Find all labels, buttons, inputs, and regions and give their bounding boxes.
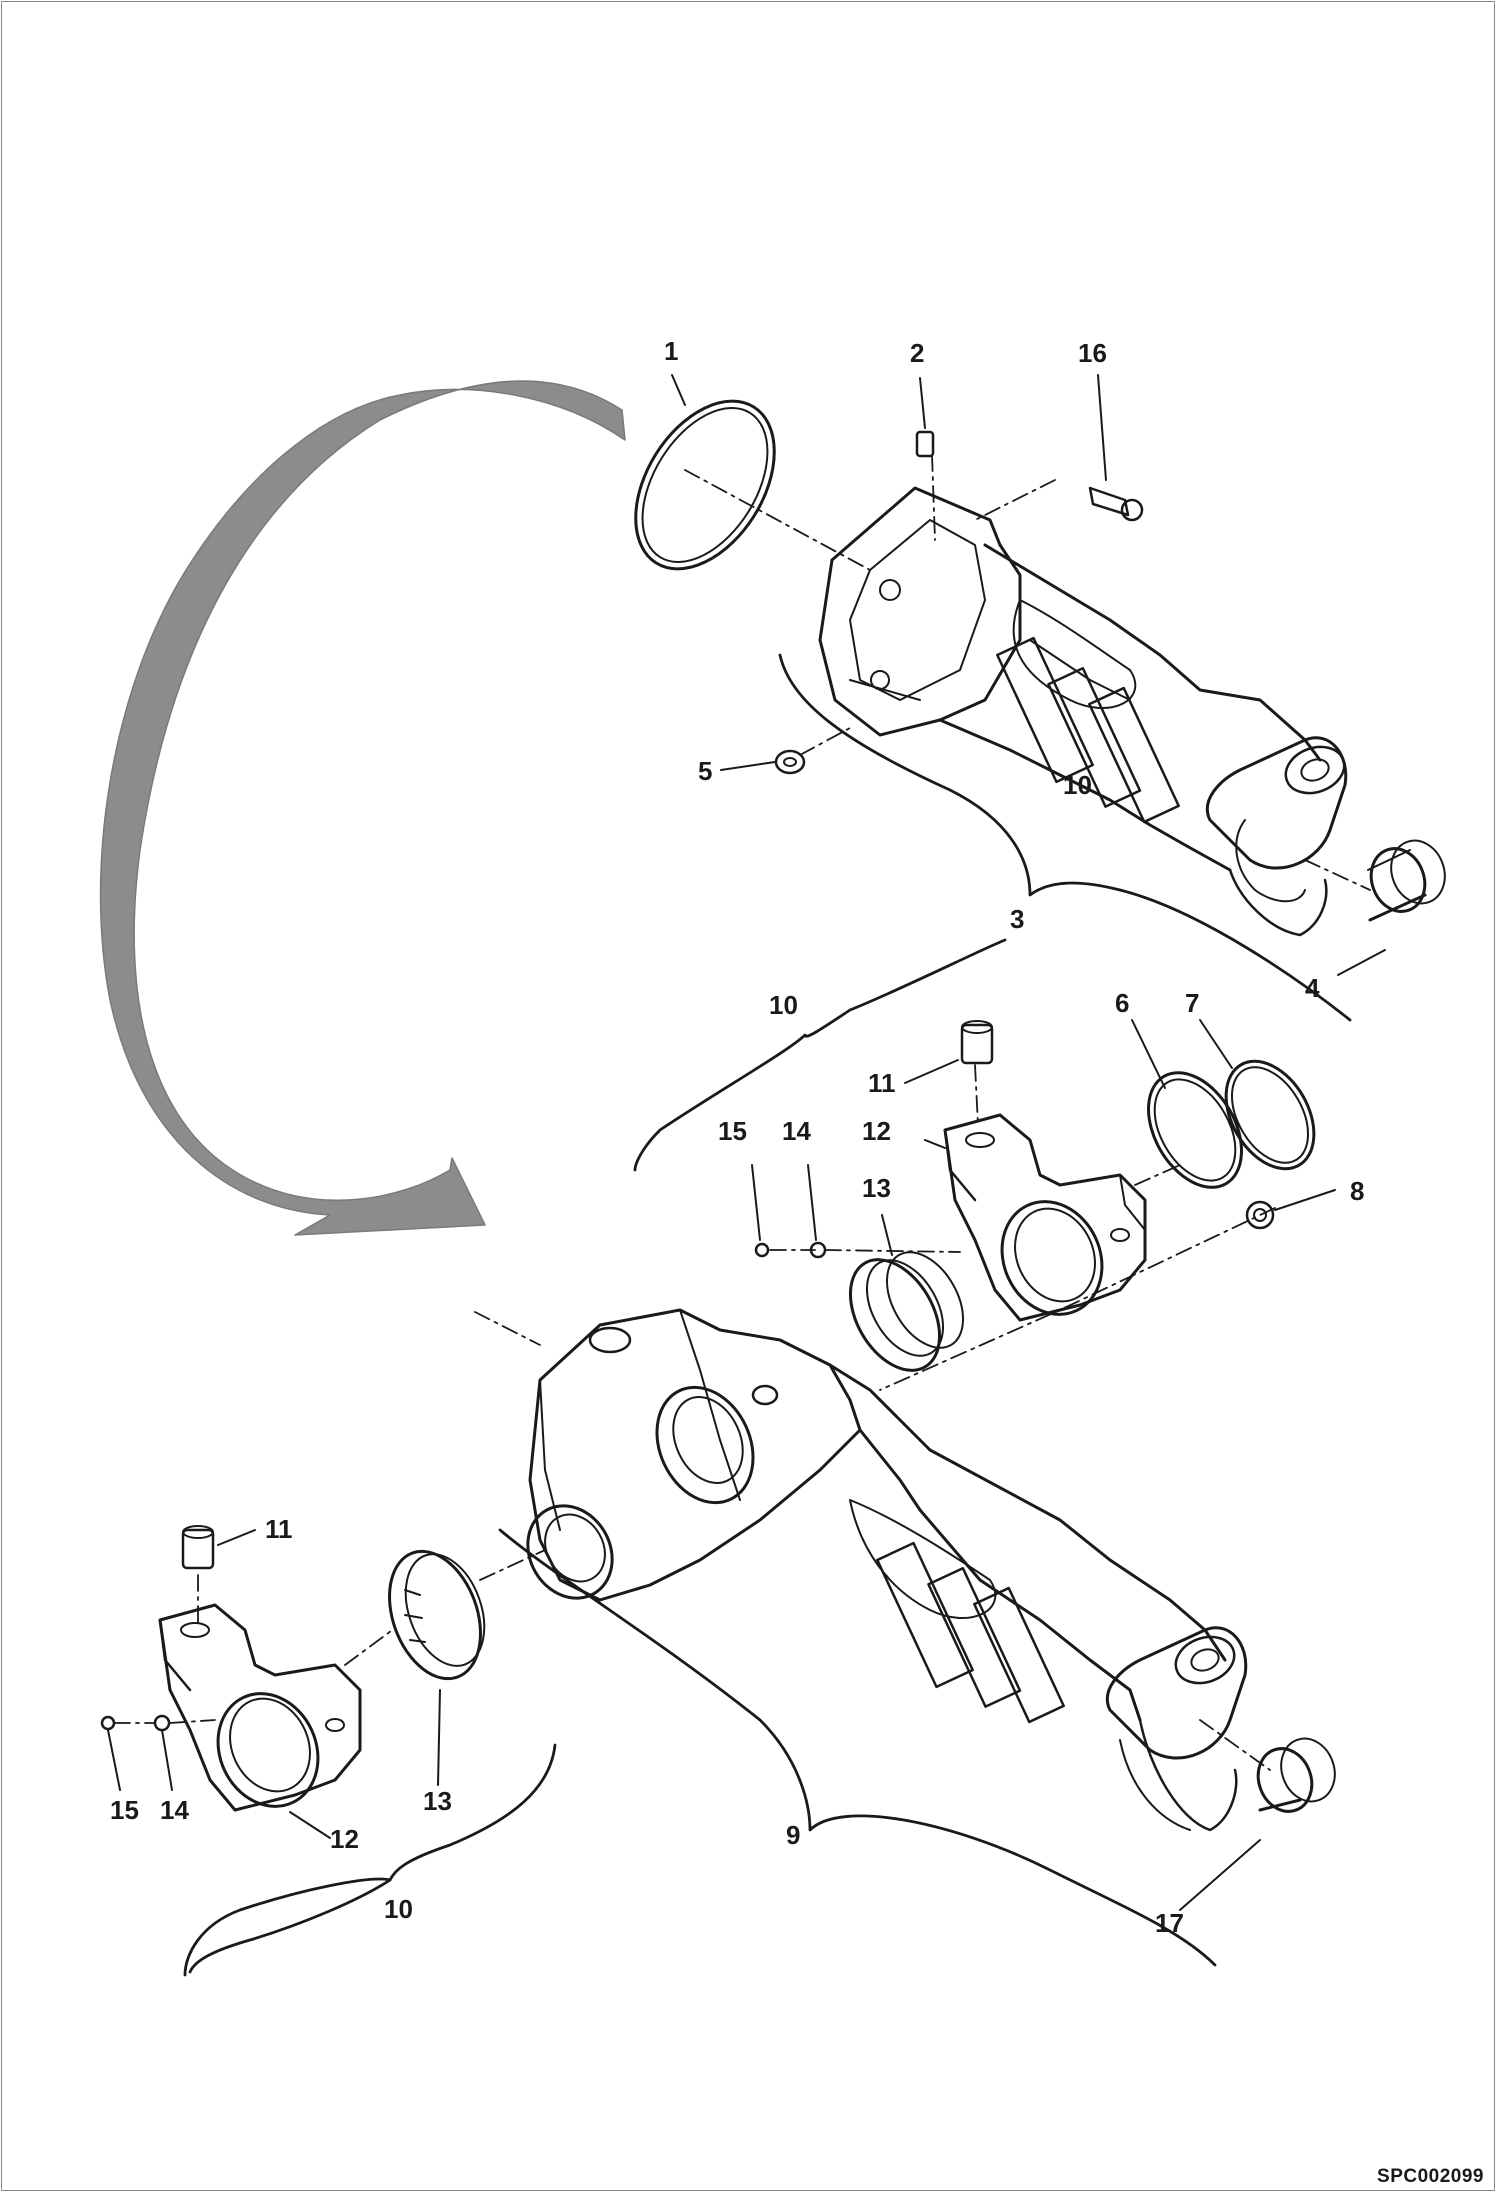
callout-10-upper-housing: 10: [1063, 770, 1092, 800]
bushing-11-lower: [181, 1528, 215, 1570]
callout-15-lower: 15: [110, 1795, 139, 1825]
bushing-13-upper: [848, 1251, 964, 1372]
callout-15-upper: 15: [718, 1116, 747, 1146]
callout-13-upper: 13: [862, 1173, 891, 1203]
washer-15-upper: [754, 1242, 770, 1258]
callout-1: 1: [664, 336, 679, 366]
callout-4: 4: [1305, 973, 1320, 1003]
screw-16: [1088, 486, 1130, 517]
callout-13-lower: 13: [423, 1786, 452, 1816]
callout-11-upper: 11: [868, 1068, 896, 1098]
bearing-cap-12-upper: [943, 1113, 1147, 1322]
callout-14-upper: 14: [782, 1116, 811, 1146]
callout-10-lower: 10: [384, 1894, 413, 1924]
circlip-7: [1224, 1059, 1316, 1171]
bushing-13-lower: [388, 1549, 486, 1681]
brace-9: [498, 1528, 1217, 1967]
breather-2: [915, 430, 935, 458]
axle-housing-9: [526, 1308, 1248, 1832]
callout-2: 2: [910, 338, 925, 368]
bushing-17: [1256, 1737, 1336, 1813]
callout-16: 16: [1078, 338, 1107, 368]
callout-17: 17: [1155, 1908, 1184, 1938]
nut-14-lower: [153, 1714, 171, 1732]
callout-9: 9: [786, 1820, 801, 1850]
callout-8: 8: [1350, 1176, 1365, 1206]
callout-11-lower: 11: [265, 1514, 293, 1544]
callout-7: 7: [1185, 988, 1200, 1018]
seal-ring-6: [1147, 1071, 1243, 1189]
brace-3: [778, 653, 1352, 1022]
brace-10-lower: [183, 1743, 557, 1977]
washer-15-lower: [100, 1715, 116, 1731]
rotation-arrow: [99, 380, 626, 1236]
callout-3: 3: [1010, 904, 1025, 934]
bushing-4: [1367, 839, 1446, 922]
brace-10-upper: [633, 938, 1007, 1172]
nut-8: [1245, 1200, 1275, 1230]
drawing-reference-code: SPC002099: [1377, 2166, 1484, 2187]
callout-10-middle: 10: [769, 990, 798, 1020]
callout-5: 5: [698, 756, 713, 786]
bushing-11-upper: [960, 1023, 994, 1065]
bearing-cap-12-lower: [158, 1603, 362, 1812]
axle-housing-3: [818, 486, 1348, 937]
o-ring-1: [634, 399, 776, 571]
callout-12-upper: 12: [862, 1116, 891, 1146]
callout-14-lower: 14: [160, 1795, 189, 1825]
callout-12-lower: 12: [330, 1824, 359, 1854]
callout-6: 6: [1115, 988, 1130, 1018]
